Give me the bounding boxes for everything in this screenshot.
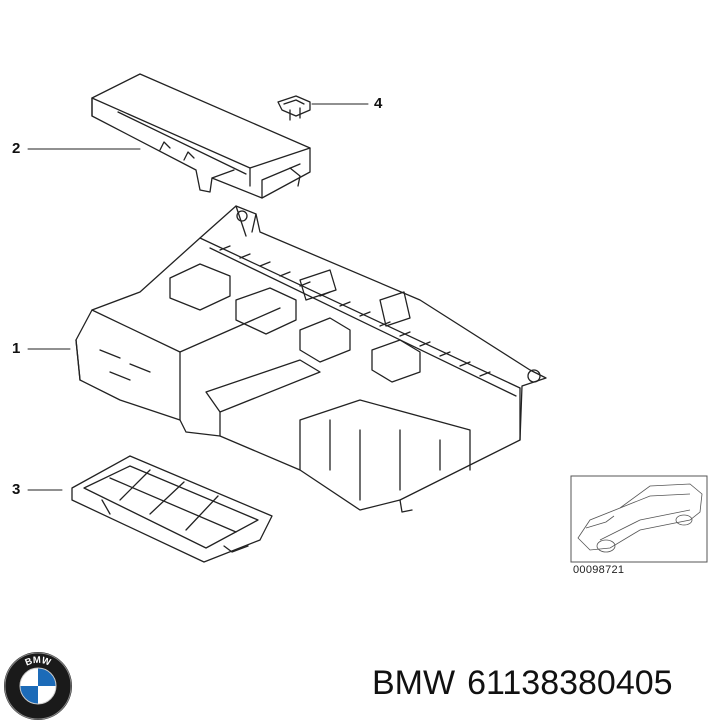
bmw-logo-text: BMW (24, 655, 52, 669)
vehicle-thumbnail (570, 475, 708, 563)
callout-3: 3 (12, 481, 21, 498)
part-4-clip (277, 95, 311, 121)
part-3-tray (71, 455, 273, 563)
bmw-logo-icon: BMW (4, 652, 72, 720)
part-number: 61138380405 (467, 664, 673, 702)
svg-text:BMW: BMW (24, 655, 52, 669)
part-title: BMW 61138380405 (372, 664, 685, 703)
brand-name: BMW (372, 664, 456, 702)
thumbnail-reference-code: 00098721 (573, 564, 625, 576)
callout-2: 2 (12, 140, 21, 157)
part-2-cover (91, 73, 311, 199)
part-1-fuse-box (75, 205, 547, 513)
leader-lines (27, 103, 369, 491)
callout-1: 1 (12, 340, 21, 357)
callout-4: 4 (374, 95, 383, 112)
